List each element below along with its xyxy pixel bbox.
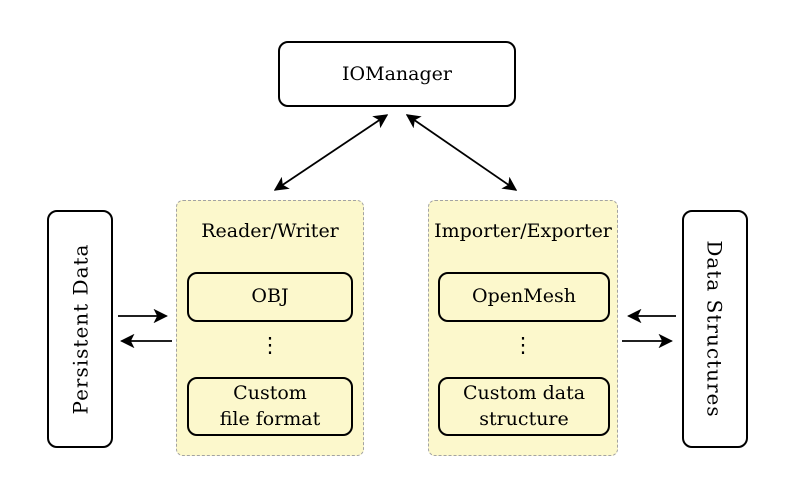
node-custom-data-structure: Custom data structure (438, 377, 610, 436)
group-reader-writer-label: Reader/Writer (201, 220, 339, 242)
node-custom-data-structure-label: Custom data structure (462, 381, 586, 430)
node-iomanager: IOManager (278, 41, 516, 107)
node-openmesh-label: OpenMesh (472, 285, 576, 308)
importer-exporter-ellipsis: ⋮ (512, 333, 534, 357)
node-persistent-data-label: Persistent Data (68, 243, 93, 415)
node-custom-file-format-label: Custom file format (219, 381, 321, 430)
node-obj-label: OBJ (251, 285, 289, 308)
arrow-iomanager-importerexporter (405, 114, 518, 191)
node-data-structures: Data Structures (682, 210, 748, 448)
reader-writer-ellipsis: ⋮ (259, 333, 281, 357)
group-importer-exporter-label: Importer/Exporter (434, 220, 612, 242)
node-persistent-data: Persistent Data (47, 210, 113, 448)
node-openmesh: OpenMesh (438, 272, 610, 322)
node-data-structures-label: Data Structures (703, 240, 727, 418)
node-iomanager-label: IOManager (342, 63, 452, 85)
node-obj: OBJ (187, 272, 353, 322)
arrow-iomanager-readerwriter (273, 114, 389, 191)
node-custom-file-format: Custom file format (187, 377, 353, 436)
